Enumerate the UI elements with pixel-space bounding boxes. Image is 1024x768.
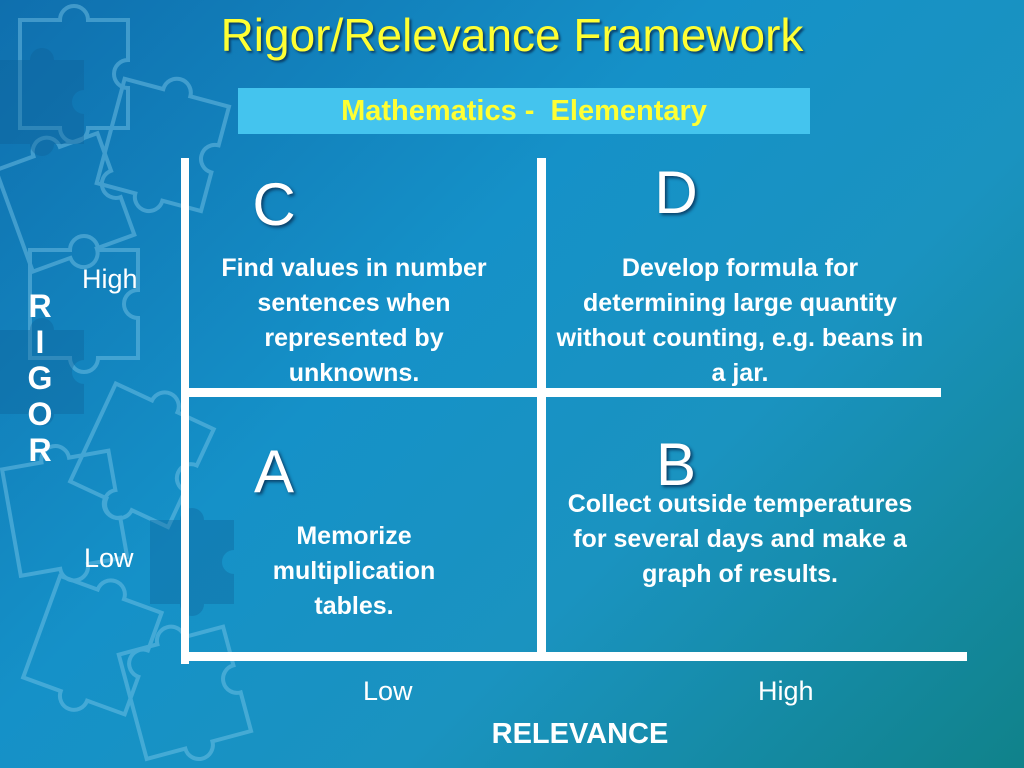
vertical-divider bbox=[537, 158, 546, 652]
relevance-axis-label: RELEVANCE bbox=[491, 718, 669, 750]
relevance-high-label: High bbox=[758, 676, 814, 706]
rigor-letter: R bbox=[28, 432, 52, 468]
quadrant-d-text: Develop formula for determining large qu… bbox=[556, 254, 924, 387]
quadrant-b-text: Collect outside temperatures for several… bbox=[567, 490, 913, 588]
quadrant-a-text: Memorize multiplication tables. bbox=[272, 522, 436, 620]
relevance-axis-line bbox=[181, 652, 967, 661]
rigor-high-label: High bbox=[82, 264, 138, 294]
page-title: Rigor/Relevance Framework bbox=[220, 9, 804, 61]
quadrant-d-letter: D bbox=[654, 159, 698, 226]
quadrant-a-letter: A bbox=[253, 438, 295, 505]
rigor-letter: I bbox=[35, 324, 45, 360]
rigor-axis-label: R I G O R bbox=[18, 288, 62, 468]
horizontal-divider bbox=[181, 388, 941, 397]
rigor-letter: R bbox=[28, 288, 52, 324]
rigor-letter: O bbox=[27, 396, 53, 432]
subtitle-banner: Mathematics - Elementary bbox=[238, 88, 810, 134]
rigor-axis-line bbox=[181, 158, 189, 664]
rigor-low-label: Low bbox=[84, 543, 134, 573]
relevance-low-label: Low bbox=[363, 676, 413, 706]
quadrant-c-letter: C bbox=[252, 171, 296, 238]
quadrant-c-text: Find values in number sentences when rep… bbox=[221, 254, 487, 387]
rigor-letter: G bbox=[27, 360, 53, 396]
puzzle-background-icon bbox=[0, 4, 254, 762]
quadrant-b-letter: B bbox=[655, 431, 697, 498]
